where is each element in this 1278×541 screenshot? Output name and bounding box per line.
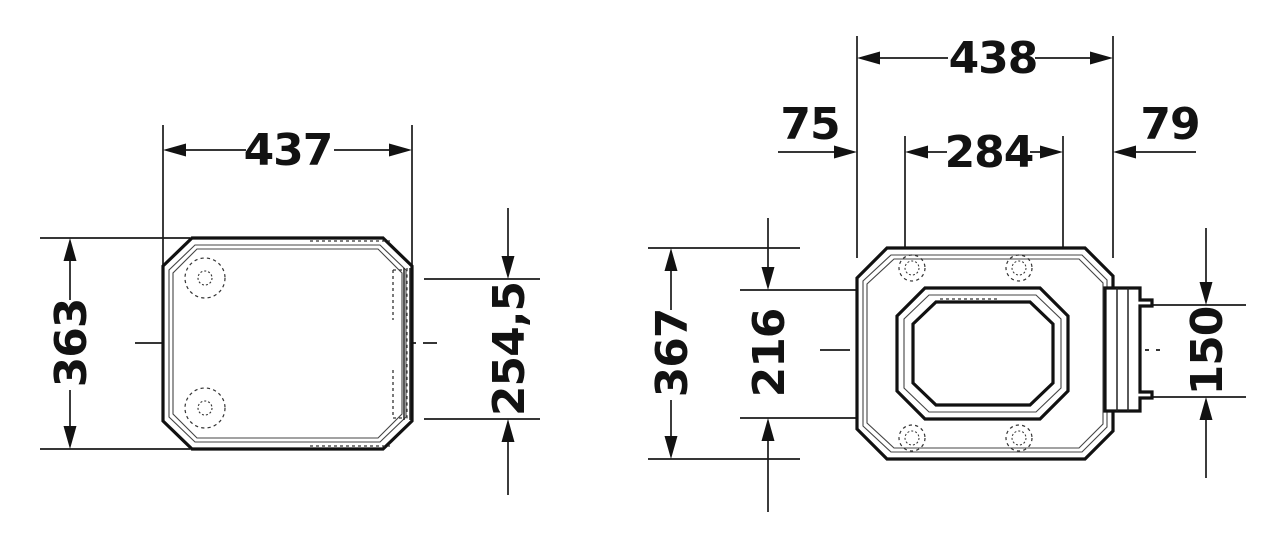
bumper-bottom-left-inner [904, 430, 920, 446]
dim-label-75: 75 [780, 99, 839, 150]
dim-label-437: 437 [244, 125, 333, 176]
dimension-150: 150 [1182, 228, 1233, 478]
arrow-367-top [664, 248, 678, 271]
hidden-detail-upper-hinge [392, 269, 402, 320]
lid-outline-group [161, 236, 414, 451]
dim-label-363: 363 [46, 299, 97, 388]
arrow-437-right [389, 143, 412, 157]
arrow-216-top [761, 267, 775, 290]
arrow-438-right [1090, 51, 1113, 65]
bumper-outer-circle-top-left [184, 257, 226, 299]
bumper-top-left-inner [904, 260, 920, 276]
bumper-top-right [1005, 254, 1033, 282]
dimension-367: 367 [647, 248, 698, 459]
seat-outline-group [855, 246, 1154, 461]
arrow-216-bottom [761, 418, 775, 441]
lid-inner-offset-outline-2 [172, 248, 403, 439]
lid-inner-offset-outline [168, 244, 407, 443]
dim-label-254-5: 254,5 [484, 282, 535, 416]
lid-outer-outline [161, 236, 414, 451]
seat-outer-offset-outline [862, 254, 1108, 453]
bumper-bottom-right-inner [1011, 430, 1027, 446]
seat-outer-offset-outline-2 [866, 258, 1104, 449]
bumper-outer-circle-bottom-left [184, 387, 226, 429]
bumper-top-right-inner [1011, 260, 1027, 276]
arrow-284-right [1040, 145, 1063, 159]
arrow-437-left [163, 143, 186, 157]
dim-label-150: 150 [1182, 307, 1233, 396]
arrow-363-bottom [63, 426, 77, 449]
lid-hinge-strip [403, 268, 411, 420]
dimension-438: 438 [857, 33, 1113, 84]
arrow-363-top [63, 238, 77, 261]
seat-bumpers-group [898, 254, 1033, 452]
dim-label-367: 367 [647, 309, 698, 398]
dimension-284: 284 [905, 127, 1063, 178]
bumper-bottom-right [1005, 424, 1033, 452]
arrow-284-left [905, 145, 928, 159]
left-view-extension-lines [40, 125, 540, 450]
lid-bumpers-group [184, 257, 226, 429]
seat-aperture-inner [911, 300, 1055, 407]
arrow-150-top [1199, 282, 1213, 305]
dimension-79: 79 [1113, 99, 1201, 159]
seat-hinge-block [1103, 286, 1154, 413]
dim-label-284: 284 [945, 127, 1034, 178]
bumper-inner-circle-bottom-left [197, 400, 213, 416]
arrow-2545-bottom [501, 419, 515, 442]
arrow-2545-top [501, 256, 515, 279]
right-view-extension-lines [648, 36, 1246, 460]
arrow-150-bottom [1199, 397, 1213, 420]
arrow-438-left [857, 51, 880, 65]
bumper-top-left [898, 254, 926, 282]
bumper-bottom-left [898, 424, 926, 452]
right-view-group: 438 75 284 79 [647, 33, 1246, 512]
dim-label-216: 216 [744, 309, 795, 398]
left-view-group: 437 363 254,5 [40, 125, 540, 495]
arrow-79 [1113, 145, 1136, 159]
dimension-363: 363 [46, 238, 97, 449]
dimension-75: 75 [778, 99, 857, 159]
dimension-437: 437 [163, 125, 412, 176]
arrow-75 [834, 145, 857, 159]
bumper-inner-circle-top-left [197, 270, 213, 286]
hidden-detail-lower-hinge [392, 370, 402, 419]
dimension-216: 216 [744, 218, 795, 512]
arrow-367-bottom [664, 436, 678, 459]
dimension-254-5: 254,5 [484, 208, 535, 495]
dim-label-79: 79 [1140, 99, 1199, 150]
dim-label-438: 438 [949, 33, 1038, 84]
seat-aperture-offset [903, 294, 1062, 413]
